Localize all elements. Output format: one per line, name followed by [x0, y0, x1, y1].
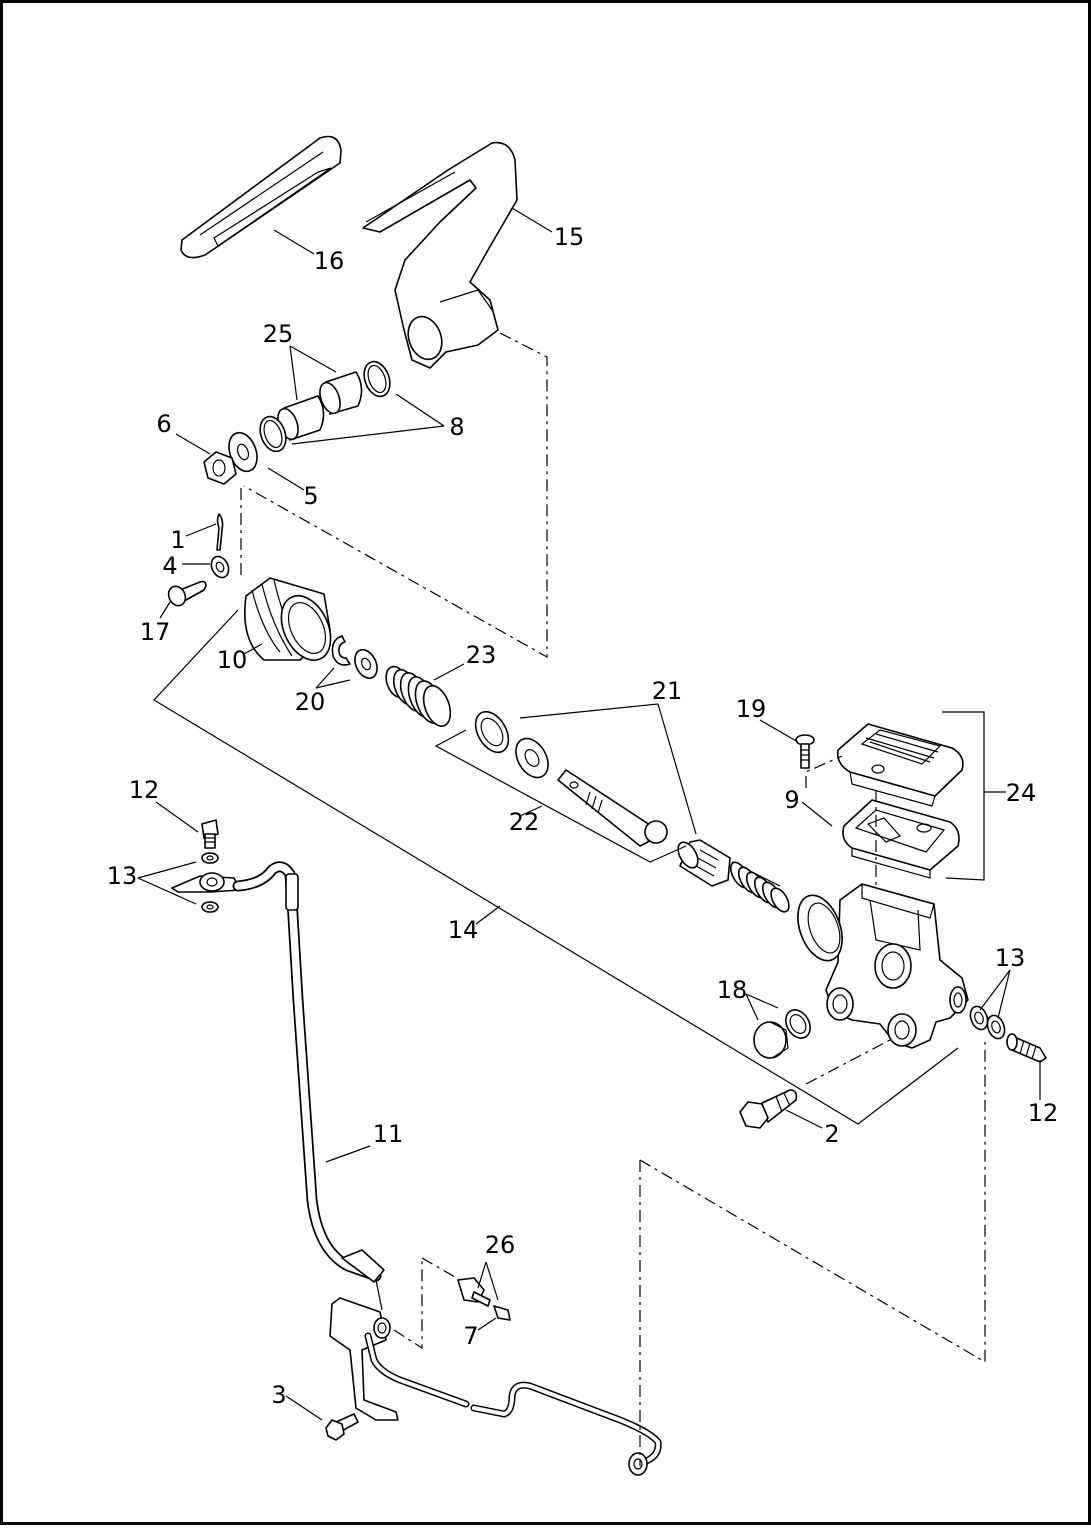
- part-21-retaining-ring: [474, 710, 549, 779]
- part-17-clevis-pin: [167, 580, 207, 607]
- callout-1: 1: [170, 526, 185, 554]
- part-18-plug: [753, 1009, 811, 1059]
- callout-10: 10: [217, 646, 248, 674]
- callout-18: 18: [717, 976, 748, 1004]
- callout-14: 14: [448, 916, 479, 944]
- callout-13-right: 13: [995, 944, 1026, 972]
- part-23-spring: [385, 665, 452, 727]
- callout-12-upper: 12: [129, 776, 160, 804]
- callout-23: 23: [466, 641, 497, 669]
- callout-20: 20: [295, 688, 326, 716]
- callout-19: 19: [736, 695, 767, 723]
- part-21-piston: [677, 839, 790, 913]
- part-25-bushings: [277, 371, 363, 441]
- part-7-connector: [493, 1305, 511, 1321]
- part-19-cover-screw: [795, 734, 815, 769]
- part-8-o-rings: [259, 360, 391, 453]
- callout-5: 5: [303, 482, 318, 510]
- part-1-cotter-pin: [216, 513, 224, 551]
- banjo-fitting-upper: [171, 872, 241, 893]
- alignment-lines: [240, 332, 986, 1466]
- part-11-brake-hose: [232, 861, 385, 1283]
- callout-17: 17: [140, 618, 171, 646]
- part-9-gasket: [842, 799, 960, 879]
- part-13-washers-upper: [201, 852, 219, 913]
- callout-16: 16: [314, 247, 345, 275]
- part-20-retaining-ring: [331, 635, 378, 680]
- part-16-pedal-pad: [180, 135, 342, 259]
- part-24-reservoir-cover: [836, 723, 964, 807]
- callout-21: 21: [652, 677, 683, 705]
- group-brackets: [153, 609, 985, 1125]
- callout-12-right: 12: [1028, 1099, 1059, 1127]
- callout-26: 26: [485, 1231, 516, 1259]
- part-12-banjo-bolt-right: [1006, 1033, 1047, 1063]
- part-10-boot: [244, 577, 332, 661]
- callout-3: 3: [271, 1381, 286, 1409]
- callout-8: 8: [449, 413, 464, 441]
- callout-6: 6: [156, 410, 171, 438]
- callout-15: 15: [554, 223, 585, 251]
- part-3-bolt: [325, 1413, 359, 1441]
- part-26-brake-switch: [457, 1277, 491, 1307]
- part-15-brake-pedal: [362, 141, 518, 369]
- callout-2: 2: [824, 1120, 839, 1148]
- part-5-washer: [228, 431, 258, 473]
- callout-22: 22: [509, 808, 540, 836]
- master-cylinder-body: [797, 883, 969, 1049]
- part-22-pushrod: [557, 769, 668, 847]
- leader-lines: [137, 207, 1041, 1421]
- callout-7: 7: [463, 1322, 478, 1350]
- callout-24: 24: [1006, 779, 1037, 807]
- brake-line-tube: [364, 1332, 662, 1476]
- part-3-bracket: [329, 1279, 399, 1421]
- part-6-nut: [203, 451, 237, 485]
- part-12-banjo-bolt-upper: [201, 819, 219, 849]
- callout-13-upper: 13: [107, 862, 138, 890]
- part-2-mounting-bolt: [739, 1089, 798, 1129]
- callout-11: 11: [373, 1120, 404, 1148]
- part-4-washer: [210, 555, 230, 579]
- callout-4: 4: [162, 552, 177, 580]
- callout-25: 25: [263, 320, 294, 348]
- callout-9: 9: [784, 786, 799, 814]
- part-13-washers-right: [969, 1005, 1006, 1040]
- callout-labels: 1 2 3 4 5 6 7 8 9 10 11 12 12 13 13 14 1…: [107, 223, 1059, 1409]
